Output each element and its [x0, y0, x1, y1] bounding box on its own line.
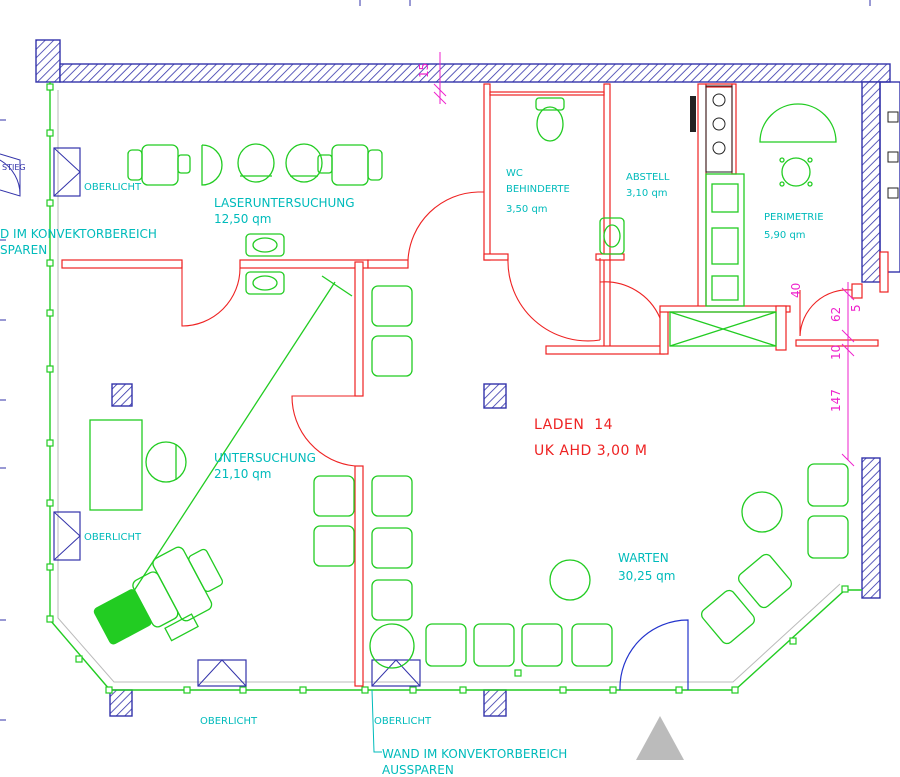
dim-40: 40 — [789, 283, 803, 298]
oberlicht-windows — [53, 147, 421, 687]
laser-chair-2 — [317, 144, 383, 186]
furniture — [89, 85, 849, 669]
room-area-untersuchung: 21,10 qm — [214, 467, 271, 481]
room-area-wc: 3,50 qm — [506, 204, 548, 215]
room-area-warten: 30,25 qm — [618, 569, 675, 583]
chairs-waiting-right — [700, 463, 849, 645]
room-name-abstell: ABSTELL — [626, 172, 670, 183]
label-stieg: STIEG — [2, 163, 26, 172]
dim-147: 147 — [829, 389, 843, 412]
room-name-wc-1: WC — [506, 168, 523, 179]
labels: LASERUNTERSUCHUNG 12,50 qm WC BEHINDERTE… — [0, 63, 863, 777]
dim-top-15: 15 — [417, 63, 431, 78]
shop-name: LADEN 14 — [534, 417, 613, 433]
room-name-untersuchung: UNTERSUCHUNG — [214, 451, 316, 465]
dimension-lines — [433, 52, 855, 467]
dim-10: 10 — [829, 345, 843, 360]
dim-62: 62 — [829, 307, 843, 322]
chairs-untersuchung-wall — [313, 285, 415, 669]
note-convector-bottom-2: AUSSPAREN — [382, 763, 454, 777]
label-oberlicht-bottom-mid: OBERLICHT — [374, 716, 432, 727]
dim-5: 5 — [849, 304, 863, 312]
outer-walls — [0, 0, 900, 721]
north-arrow-icon — [636, 716, 684, 760]
label-oberlicht-bottom-left: OBERLICHT — [200, 716, 258, 727]
note-convector-left-2: SPAREN — [0, 243, 47, 257]
room-name-laser: LASERUNTERSUCHUNG — [214, 196, 355, 210]
note-convector-bottom-1: WAND IM KONVEKTORBEREICH — [382, 747, 567, 761]
room-area-laser: 12,50 qm — [214, 212, 271, 226]
laser-chair-1 — [127, 144, 191, 186]
label-oberlicht-left-top: OBERLICHT — [84, 182, 142, 193]
doors — [181, 191, 853, 691]
interior-walls — [61, 83, 879, 687]
exam-chair — [93, 546, 224, 645]
room-name-warten: WARTEN — [618, 551, 669, 565]
room-name-perimetrie: PERIMETRIE — [764, 212, 824, 223]
facade-glazing — [0, 82, 862, 694]
note-convector-left-1: D IM KONVEKTORBEREICH — [0, 227, 157, 241]
room-area-perimetrie: 5,90 qm — [764, 230, 806, 241]
label-oberlicht-left-mid: OBERLICHT — [84, 532, 142, 543]
facade-posts — [46, 83, 849, 694]
shop-height: UK AHD 3,00 M — [534, 443, 647, 459]
room-name-wc-2: BEHINDERTE — [506, 184, 570, 195]
chairs-waiting-row — [425, 623, 613, 667]
room-area-abstell: 3,10 qm — [626, 188, 668, 199]
